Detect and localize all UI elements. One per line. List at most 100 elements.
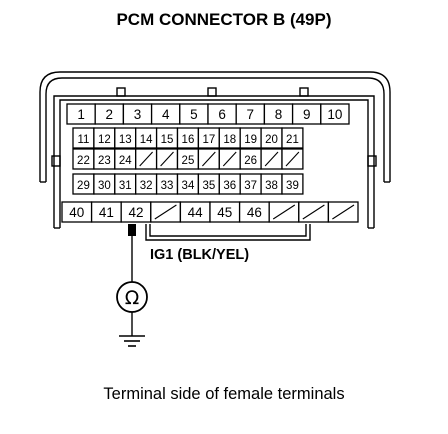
- terminal-label: 33: [161, 180, 174, 192]
- terminal-label: 4: [162, 107, 170, 122]
- terminal-1: 1: [66, 103, 96, 125]
- terminal-38: 38: [260, 173, 283, 195]
- terminal-16: 16: [176, 127, 200, 149]
- terminal-36: 36: [218, 173, 241, 195]
- terminal-22: 22: [72, 148, 95, 170]
- terminal-label: 35: [202, 180, 215, 192]
- terminal-label: 30: [98, 180, 111, 192]
- terminal-4: 4: [150, 103, 181, 125]
- unused-cavity-slash: [272, 204, 296, 220]
- highlight-terminal-marker: [128, 224, 136, 236]
- unused-cavity-slash: [285, 151, 300, 167]
- terminal-29: 29: [72, 173, 95, 195]
- terminal-label: 5: [190, 107, 198, 122]
- terminal-18: 18: [218, 127, 241, 149]
- unused-cavity-slash: [332, 204, 355, 220]
- terminal-label: 40: [69, 205, 84, 220]
- terminal-40: 40: [61, 201, 93, 223]
- terminal-45: 45: [209, 201, 241, 223]
- terminal-unused: [150, 201, 182, 223]
- terminal-10: 10: [320, 103, 350, 125]
- terminal-unused: [197, 148, 220, 170]
- terminal-6: 6: [207, 103, 237, 125]
- terminal-label: 42: [128, 205, 143, 220]
- terminal-label: 29: [77, 180, 90, 192]
- ohm-symbol: Ω: [125, 287, 140, 309]
- terminal-5: 5: [179, 103, 209, 125]
- terminal-label: 39: [286, 180, 299, 192]
- terminal-31: 31: [114, 173, 137, 195]
- connector-title: PCM CONNECTOR B (49P): [116, 10, 332, 29]
- unused-cavity-slash: [222, 151, 237, 167]
- terminal-35: 35: [197, 173, 220, 195]
- meter-wiring: Ω: [116, 224, 148, 347]
- terminal-label: 9: [303, 107, 311, 122]
- unused-cavity-slash: [160, 151, 174, 167]
- terminal-unused: [281, 148, 304, 170]
- terminal-label: 21: [286, 134, 299, 146]
- terminal-9: 9: [291, 103, 322, 125]
- terminal-label: 1: [77, 107, 85, 122]
- unused-cavity-slash: [264, 151, 279, 167]
- terminal-label: 13: [119, 134, 132, 146]
- wire-label: IG1 (BLK/YEL): [150, 247, 249, 263]
- terminal-2: 2: [94, 103, 125, 125]
- terminal-13: 13: [114, 127, 137, 149]
- connector-housing: [39, 71, 391, 229]
- terminal-26: 26: [239, 148, 262, 170]
- terminal-11: 11: [72, 127, 95, 149]
- terminal-label: 14: [140, 134, 153, 146]
- terminal-label: 24: [119, 155, 132, 167]
- terminal-15: 15: [155, 127, 179, 149]
- terminal-37: 37: [239, 173, 262, 195]
- terminal-label: 15: [161, 134, 174, 146]
- terminal-label: 8: [275, 107, 283, 122]
- terminal-label: 25: [182, 155, 195, 167]
- terminal-label: 16: [182, 134, 195, 146]
- terminal-label: 22: [77, 155, 90, 167]
- terminal-label: 36: [223, 180, 236, 192]
- terminal-7: 7: [235, 103, 266, 125]
- terminal-label: 46: [247, 205, 262, 220]
- terminal-25: 25: [176, 148, 200, 170]
- terminal-39: 39: [281, 173, 304, 195]
- terminal-44: 44: [179, 201, 211, 223]
- terminal-42: 42: [120, 201, 152, 223]
- terminal-label: 38: [265, 180, 278, 192]
- terminal-label: 41: [99, 205, 114, 220]
- unused-cavity-slash: [154, 204, 177, 220]
- unused-cavity-slash: [302, 204, 325, 220]
- terminal-unused: [327, 201, 359, 223]
- terminal-46: 46: [238, 201, 270, 223]
- terminal-3: 3: [122, 103, 153, 125]
- unused-cavity-slash: [201, 151, 216, 167]
- terminal-30: 30: [93, 173, 116, 195]
- terminal-unused: [218, 148, 241, 170]
- unused-cavity-slash: [139, 151, 154, 167]
- terminal-label: 34: [182, 180, 195, 192]
- terminal-19: 19: [239, 127, 262, 149]
- terminal-14: 14: [135, 127, 158, 149]
- terminal-12: 12: [93, 127, 116, 149]
- terminal-8: 8: [263, 103, 294, 125]
- terminal-unused: [155, 148, 179, 170]
- terminal-17: 17: [197, 127, 220, 149]
- terminal-23: 23: [93, 148, 116, 170]
- terminal-label: 10: [327, 107, 342, 122]
- terminal-label: 26: [244, 155, 257, 167]
- terminal-41: 41: [90, 201, 122, 223]
- terminal-label: 32: [140, 180, 153, 192]
- terminal-label: 45: [217, 205, 232, 220]
- terminal-label: 2: [106, 107, 114, 122]
- terminal-unused: [268, 201, 300, 223]
- terminal-label: 3: [134, 107, 142, 122]
- terminal-unused: [135, 148, 158, 170]
- terminal-label: 12: [98, 134, 111, 146]
- terminal-label: 17: [202, 134, 215, 146]
- latch-tab: [145, 224, 311, 241]
- terminal-24: 24: [114, 148, 137, 170]
- terminal-label: 20: [265, 134, 278, 146]
- terminal-label: 11: [77, 134, 89, 146]
- terminal-label: 7: [247, 107, 255, 122]
